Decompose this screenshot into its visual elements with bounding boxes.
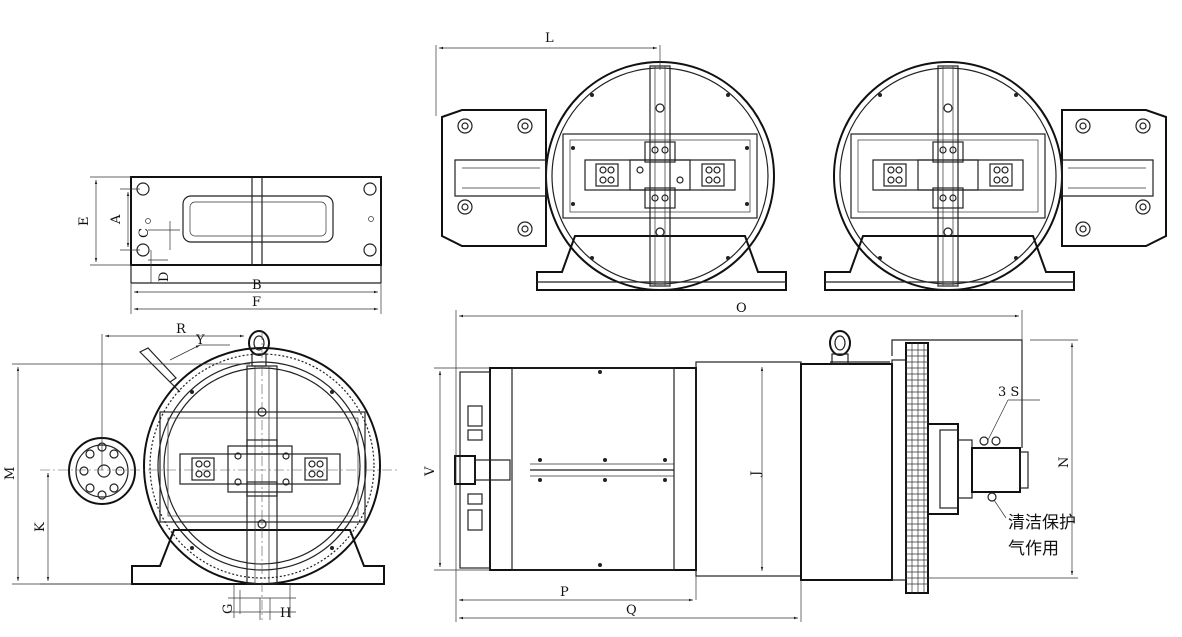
air-purge-note: 清洁保护 气作用	[1008, 513, 1076, 559]
note-line-1: 清洁保护	[1008, 513, 1076, 533]
label-F: F	[252, 295, 261, 310]
label-D: D	[157, 272, 172, 282]
label-P: P	[560, 585, 569, 600]
table-top-view-right	[824, 61, 1167, 291]
label-L: L	[545, 31, 554, 46]
base-plate-view	[90, 176, 382, 314]
note-line-2: 气作用	[1008, 539, 1059, 559]
label-B: B	[252, 278, 262, 293]
label-S: 3 S	[998, 385, 1019, 400]
label-R: R	[176, 322, 187, 337]
label-Y: Y	[195, 333, 205, 348]
label-K: K	[33, 522, 48, 532]
dimension-labels: L E A C D B F R Y M K G H O 3 S V J N P …	[3, 31, 1072, 621]
label-J: J	[749, 471, 764, 478]
label-G: G	[221, 604, 236, 614]
label-O: O	[736, 301, 747, 316]
table-top-view-left	[435, 45, 787, 291]
label-N: N	[1057, 457, 1072, 468]
side-view	[434, 310, 1078, 622]
label-C: C	[137, 228, 152, 238]
label-E: E	[77, 217, 92, 227]
label-M: M	[3, 467, 18, 480]
label-H: H	[280, 606, 291, 621]
label-A: A	[109, 214, 124, 225]
label-V: V	[423, 466, 438, 477]
gear-teeth	[906, 349, 928, 585]
front-view	[12, 330, 400, 620]
label-Q: Q	[626, 603, 637, 618]
